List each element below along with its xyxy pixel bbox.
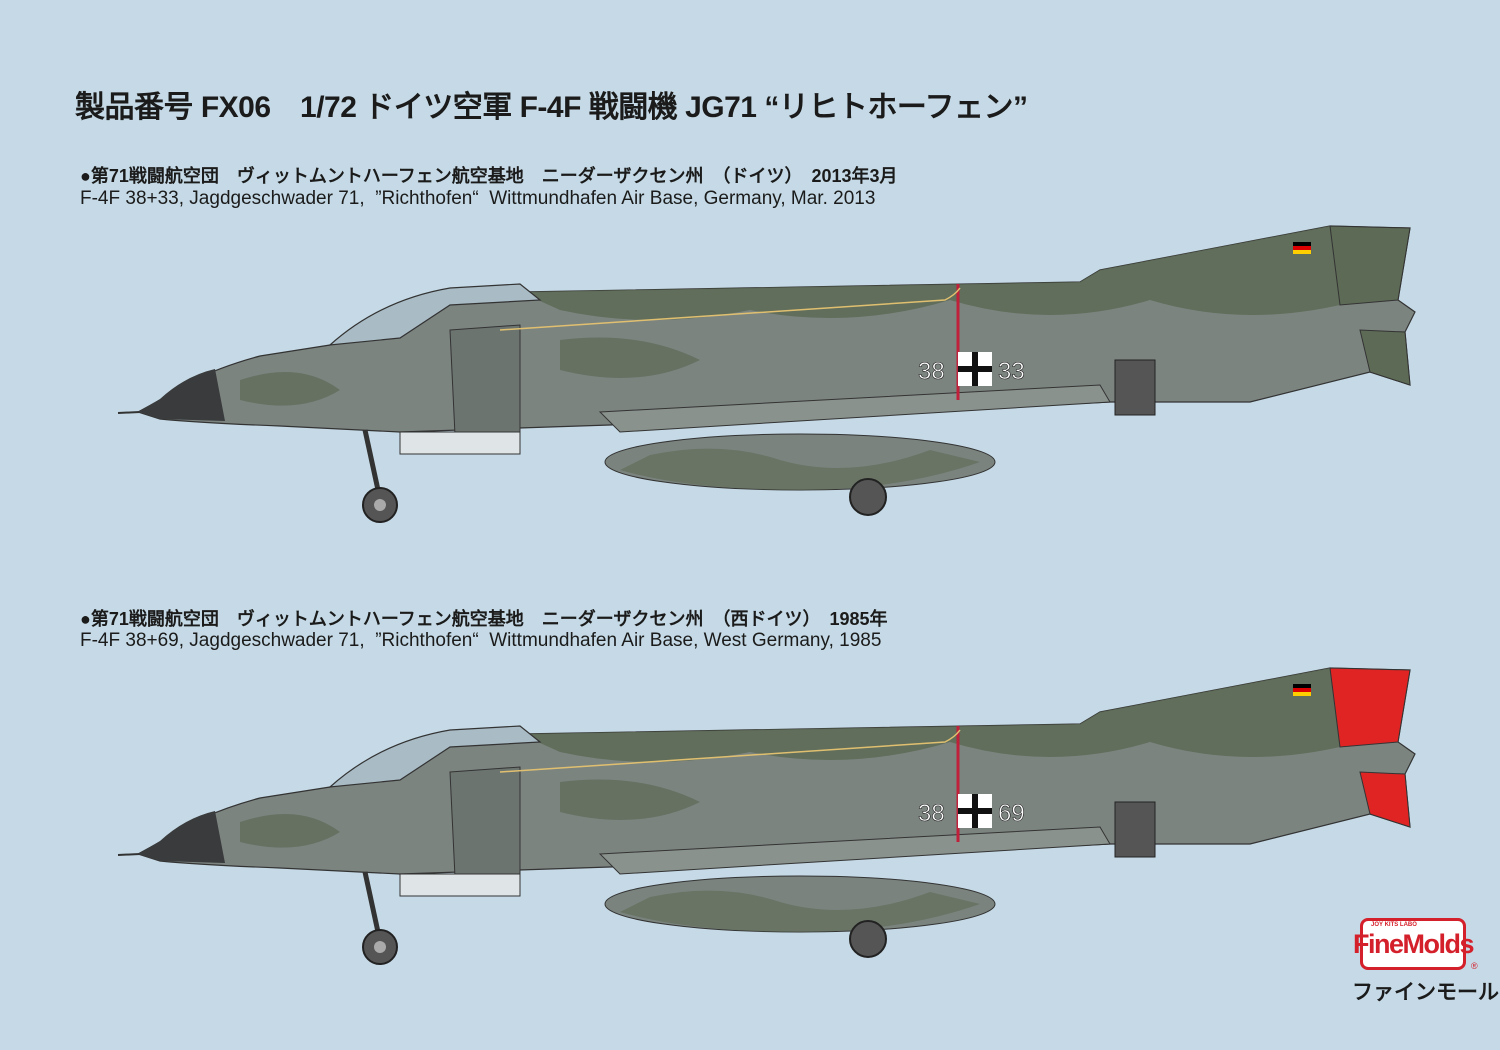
drop-tank-camo — [620, 890, 980, 932]
intake — [449, 324, 521, 436]
camo-pattern — [520, 226, 1380, 320]
tail-lower — [1359, 329, 1411, 386]
camo-pattern — [520, 668, 1380, 762]
code-left: 38 — [918, 800, 945, 827]
exhaust-nozzle — [1114, 801, 1156, 858]
main-wheel — [849, 920, 887, 958]
caption-jp-1: ●第71戦闘航空団 ヴィットムントハーフェン航空基地 ニーダーザクセン州 （ドイ… — [80, 166, 898, 186]
caption-en-2: F-4F 38+69, Jagdgeschwader 71, ”Richthof… — [80, 630, 882, 651]
balkenkreuz-icon — [958, 352, 992, 386]
logo-tagline: JOY KITS LABO — [1371, 922, 1417, 928]
weapons-pylon — [399, 873, 521, 897]
canopy — [328, 283, 542, 346]
canopy — [328, 725, 542, 788]
weapons-pylon — [399, 431, 521, 455]
nose-gear-strut — [362, 429, 381, 491]
wing — [598, 826, 1111, 875]
radome — [138, 369, 225, 421]
caption-en-1: F-4F 38+33, Jagdgeschwader 71, ”Richthof… — [80, 188, 876, 209]
exhaust-nozzle — [1114, 359, 1156, 416]
german-flag-icon — [1293, 684, 1311, 696]
logo-registered: ® — [1471, 961, 1478, 971]
main-wheel — [849, 478, 887, 516]
tail-lower — [1359, 771, 1411, 828]
camo-pattern — [240, 337, 700, 406]
code-left: 38 — [918, 358, 945, 385]
wing — [598, 384, 1111, 433]
cheatline — [499, 287, 961, 331]
intake — [449, 766, 521, 878]
aircraft-profile-2: 38 69 — [117, 667, 1416, 965]
caption-jp-2: ●第71戦闘航空団 ヴィットムントハーフェン航空基地 ニーダーザクセン州 （西ド… — [80, 609, 888, 629]
code-right: 33 — [998, 358, 1025, 385]
page-title: 製品番号 FX06 1/72 ドイツ空軍 F-4F 戦闘機 JG71 “リヒトホ… — [75, 91, 1028, 124]
logo-name: FineMolds — [1353, 928, 1475, 959]
aircraft-profile-1: 38 33 — [117, 225, 1416, 523]
code-right: 69 — [998, 800, 1025, 827]
radome — [138, 811, 225, 863]
cheatline — [499, 729, 961, 773]
german-flag-icon — [1293, 242, 1311, 254]
pitot-probe — [117, 411, 141, 414]
camo-pattern — [240, 779, 700, 848]
balkenkreuz-icon — [958, 794, 992, 828]
nose-gear-strut — [362, 871, 381, 933]
pitot-probe — [117, 853, 141, 856]
drop-tank-camo — [620, 448, 980, 490]
tail-fin — [1329, 225, 1411, 306]
finemolds-logo: JOY KITS LABO FineMolds ® ファインモールド — [1352, 918, 1500, 1006]
logo-kana: ファインモールド — [1352, 981, 1500, 1004]
tail-fin — [1329, 667, 1411, 748]
